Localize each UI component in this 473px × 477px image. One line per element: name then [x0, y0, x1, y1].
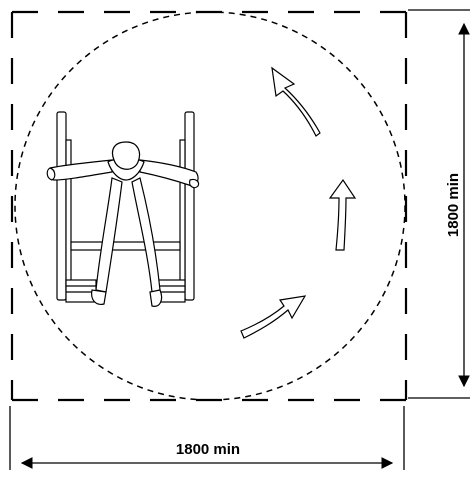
seat-frame-front	[70, 241, 181, 251]
curved-arrow-top-icon	[271, 66, 321, 137]
right-wheel	[184, 111, 195, 301]
left-foot	[91, 289, 107, 305]
left-wheel	[56, 111, 67, 301]
width-dimension	[9, 406, 405, 470]
direction-arrows	[240, 66, 357, 339]
right-leg	[131, 177, 161, 293]
curved-arrow-bottom-icon	[240, 295, 307, 339]
right-hand	[189, 178, 200, 189]
height-dimension-label: 1800 min	[445, 173, 462, 237]
right-wheel-rim	[179, 139, 186, 291]
right-foot	[149, 289, 163, 307]
turning-circle	[14, 11, 406, 401]
left-hand	[46, 167, 56, 181]
width-dimension-label: 1800 min	[176, 441, 240, 458]
straight-arrow-middle-icon	[328, 178, 357, 251]
left-leg	[95, 177, 123, 293]
head	[111, 141, 141, 170]
height-dimension	[408, 9, 470, 399]
left-wheel-rim	[65, 139, 72, 291]
wheelchair-user-icon	[46, 111, 200, 307]
